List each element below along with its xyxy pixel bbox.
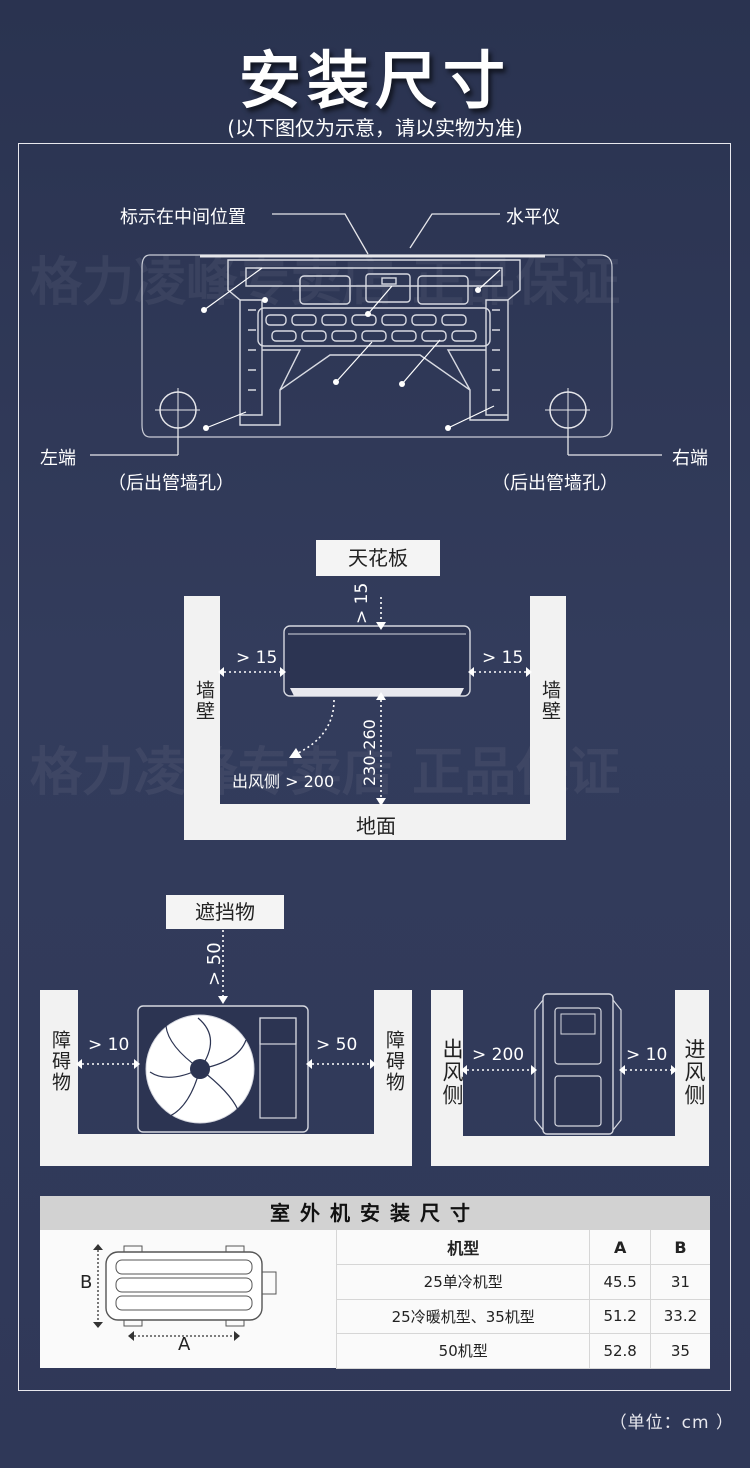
label-right-gap-outdoor: > 50 <box>316 1035 358 1055</box>
label-left-gap: > 15 <box>236 648 278 668</box>
label-outlet-gap: 出风侧 > 200 <box>232 772 335 791</box>
page-title: 安装尺寸 <box>238 44 511 117</box>
label-top-gap: > 15 <box>352 582 372 624</box>
table-cell: 45.5 <box>589 1264 651 1300</box>
table-title: 室外机安装尺寸 <box>40 1196 710 1230</box>
table-cell: 35 <box>649 1333 710 1369</box>
table-row: 50机型 52.8 35 <box>335 1333 710 1369</box>
label-outlet-side: 出风侧 <box>440 1038 464 1107</box>
page-subtitle: (以下图仅为示意，请以实物为准) <box>227 116 523 140</box>
table-cell: 25冷暖机型、35机型 <box>335 1299 590 1334</box>
table-cell: 52.8 <box>589 1333 651 1369</box>
dimension-a-label: A <box>178 1334 191 1355</box>
table-cell: 50机型 <box>335 1333 590 1369</box>
table-row: 25单冷机型 45.5 31 <box>335 1264 710 1300</box>
table-header-row: 机型 A B <box>335 1230 710 1265</box>
label-inlet-side: 进风侧 <box>682 1038 706 1107</box>
label-left-pipe-hole: （后出管墙孔） <box>108 473 234 494</box>
label-outlet-gap-side: > 200 <box>472 1045 525 1065</box>
label-right-obstacle: 障碍物 <box>383 1030 405 1093</box>
outdoor-front-clearance-diagram <box>40 930 412 1166</box>
label-wall-left: 墙壁 <box>193 680 215 722</box>
label-left-end: 左端 <box>40 448 76 469</box>
table-cell: 31 <box>649 1264 710 1300</box>
label-inlet-gap-side: > 10 <box>626 1045 668 1065</box>
outdoor-dimension-table: 机型 A B 25单冷机型 45.5 31 25冷暖机型、35机型 51.2 3… <box>335 1230 710 1369</box>
table-cell: 33.2 <box>649 1299 710 1334</box>
label-wall-right: 墙壁 <box>539 680 561 722</box>
label-right-pipe-hole: （后出管墙孔） <box>492 473 618 494</box>
label-top-obstacle: 遮挡物 <box>166 895 284 929</box>
watermark-middle: 格力凌峰专卖店 正品保证 <box>30 743 621 803</box>
label-top-gap-outdoor: > 50 <box>204 942 225 986</box>
header-model: 机型 <box>335 1230 590 1265</box>
label-right-end: 右端 <box>672 448 708 469</box>
outdoor-side-clearance-diagram <box>431 990 709 1166</box>
header-b: B <box>649 1230 710 1265</box>
watermark-top: 格力凌峰专卖店 正品保证 <box>30 253 621 313</box>
label-left-obstacle: 障碍物 <box>49 1030 71 1093</box>
table-cell: 25单冷机型 <box>335 1264 590 1300</box>
header-a: A <box>589 1230 651 1265</box>
table-cell: 51.2 <box>589 1299 651 1334</box>
label-left-gap-outdoor: > 10 <box>88 1035 130 1055</box>
label-height-range: 230-260 <box>360 719 379 786</box>
outdoor-top-view-diagram <box>93 1244 277 1341</box>
label-ceiling: 天花板 <box>316 540 440 576</box>
label-right-gap: > 15 <box>482 648 524 668</box>
label-floor: 地面 <box>356 814 396 838</box>
content-frame <box>18 143 731 1391</box>
label-level: 水平仪 <box>506 207 560 228</box>
table-row: 25冷暖机型、35机型 51.2 33.2 <box>335 1299 710 1334</box>
indoor-bracket-diagram <box>90 213 662 456</box>
outdoor-dimension-panel: 室外机安装尺寸 B A 机型 A B 25单冷机型 45.5 31 <box>40 1196 710 1369</box>
dimension-b-label: B <box>80 1272 93 1293</box>
indoor-clearance-diagram <box>184 596 566 840</box>
unit-note: （单位：cm ） <box>609 1413 734 1433</box>
label-center-position: 标示在中间位置 <box>120 207 246 228</box>
